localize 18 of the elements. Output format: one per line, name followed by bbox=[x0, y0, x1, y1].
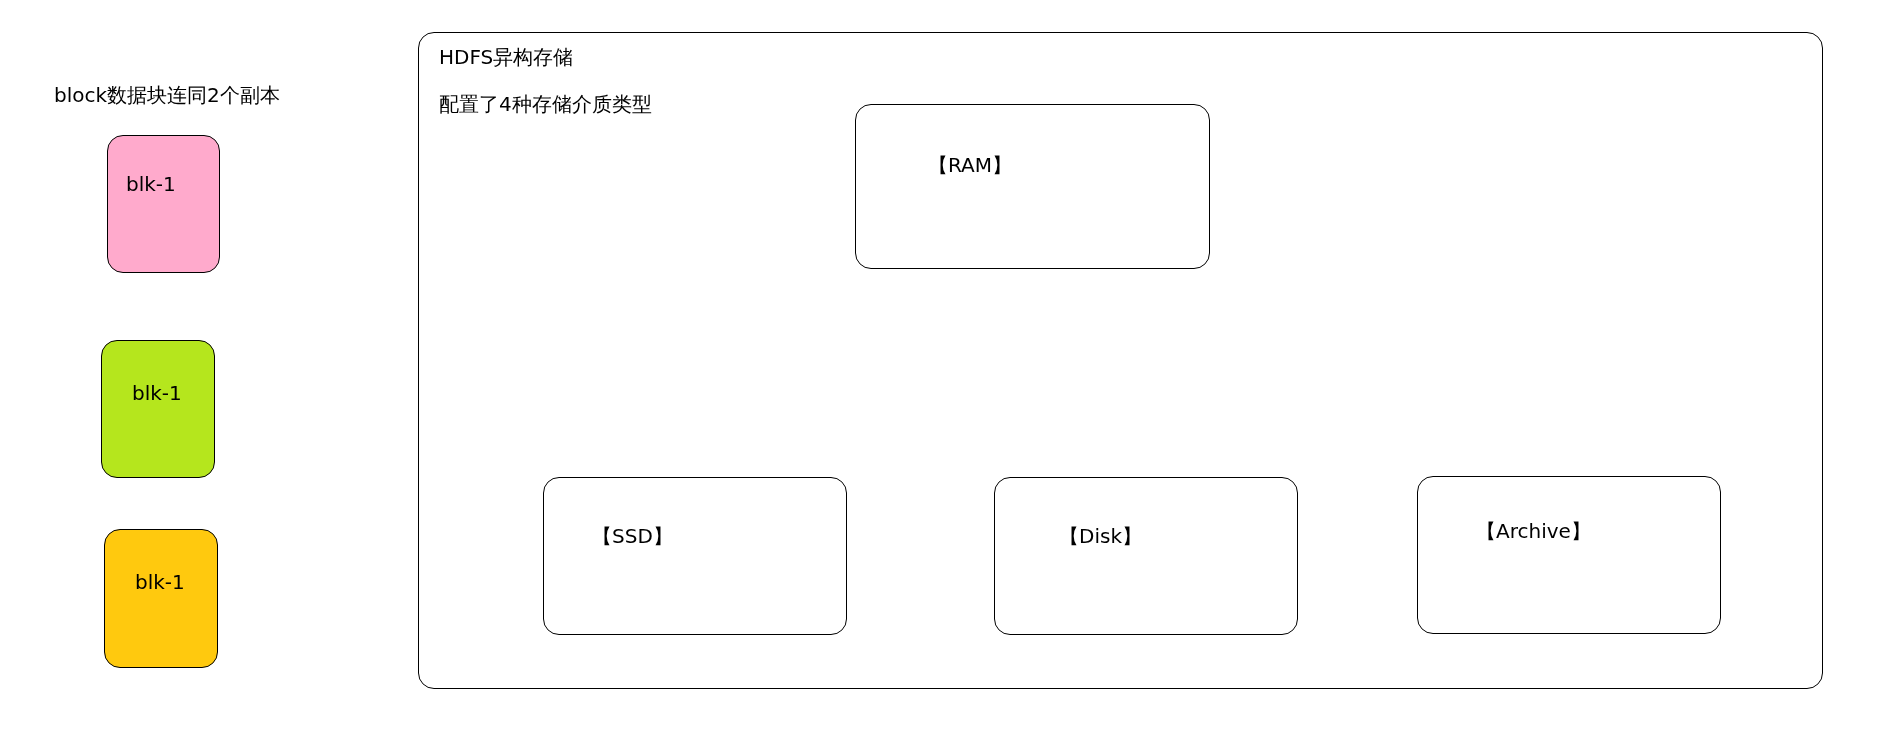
box-label: blk-1 bbox=[132, 381, 182, 406]
storage-box bbox=[101, 340, 215, 478]
storage-box bbox=[1417, 476, 1721, 634]
box-label: blk-1 bbox=[126, 172, 176, 197]
box-label: blk-1 bbox=[135, 570, 185, 595]
storage-box bbox=[107, 135, 220, 273]
side-heading: block数据块连同2个副本 bbox=[54, 82, 280, 109]
box-label: 【Archive】 bbox=[1476, 519, 1591, 544]
storage-box bbox=[855, 104, 1210, 269]
storage-box bbox=[104, 529, 218, 668]
storage-box bbox=[543, 477, 847, 635]
box-label: 【Disk】 bbox=[1059, 524, 1142, 549]
box-label: 【SSD】 bbox=[592, 524, 673, 549]
box-note: 配置了4种存储介质类型 bbox=[439, 92, 652, 117]
box-label: 【RAM】 bbox=[928, 153, 1013, 178]
box-heading: HDFS异构存储 bbox=[439, 45, 575, 70]
storage-box bbox=[994, 477, 1298, 635]
container-box bbox=[418, 32, 1823, 689]
